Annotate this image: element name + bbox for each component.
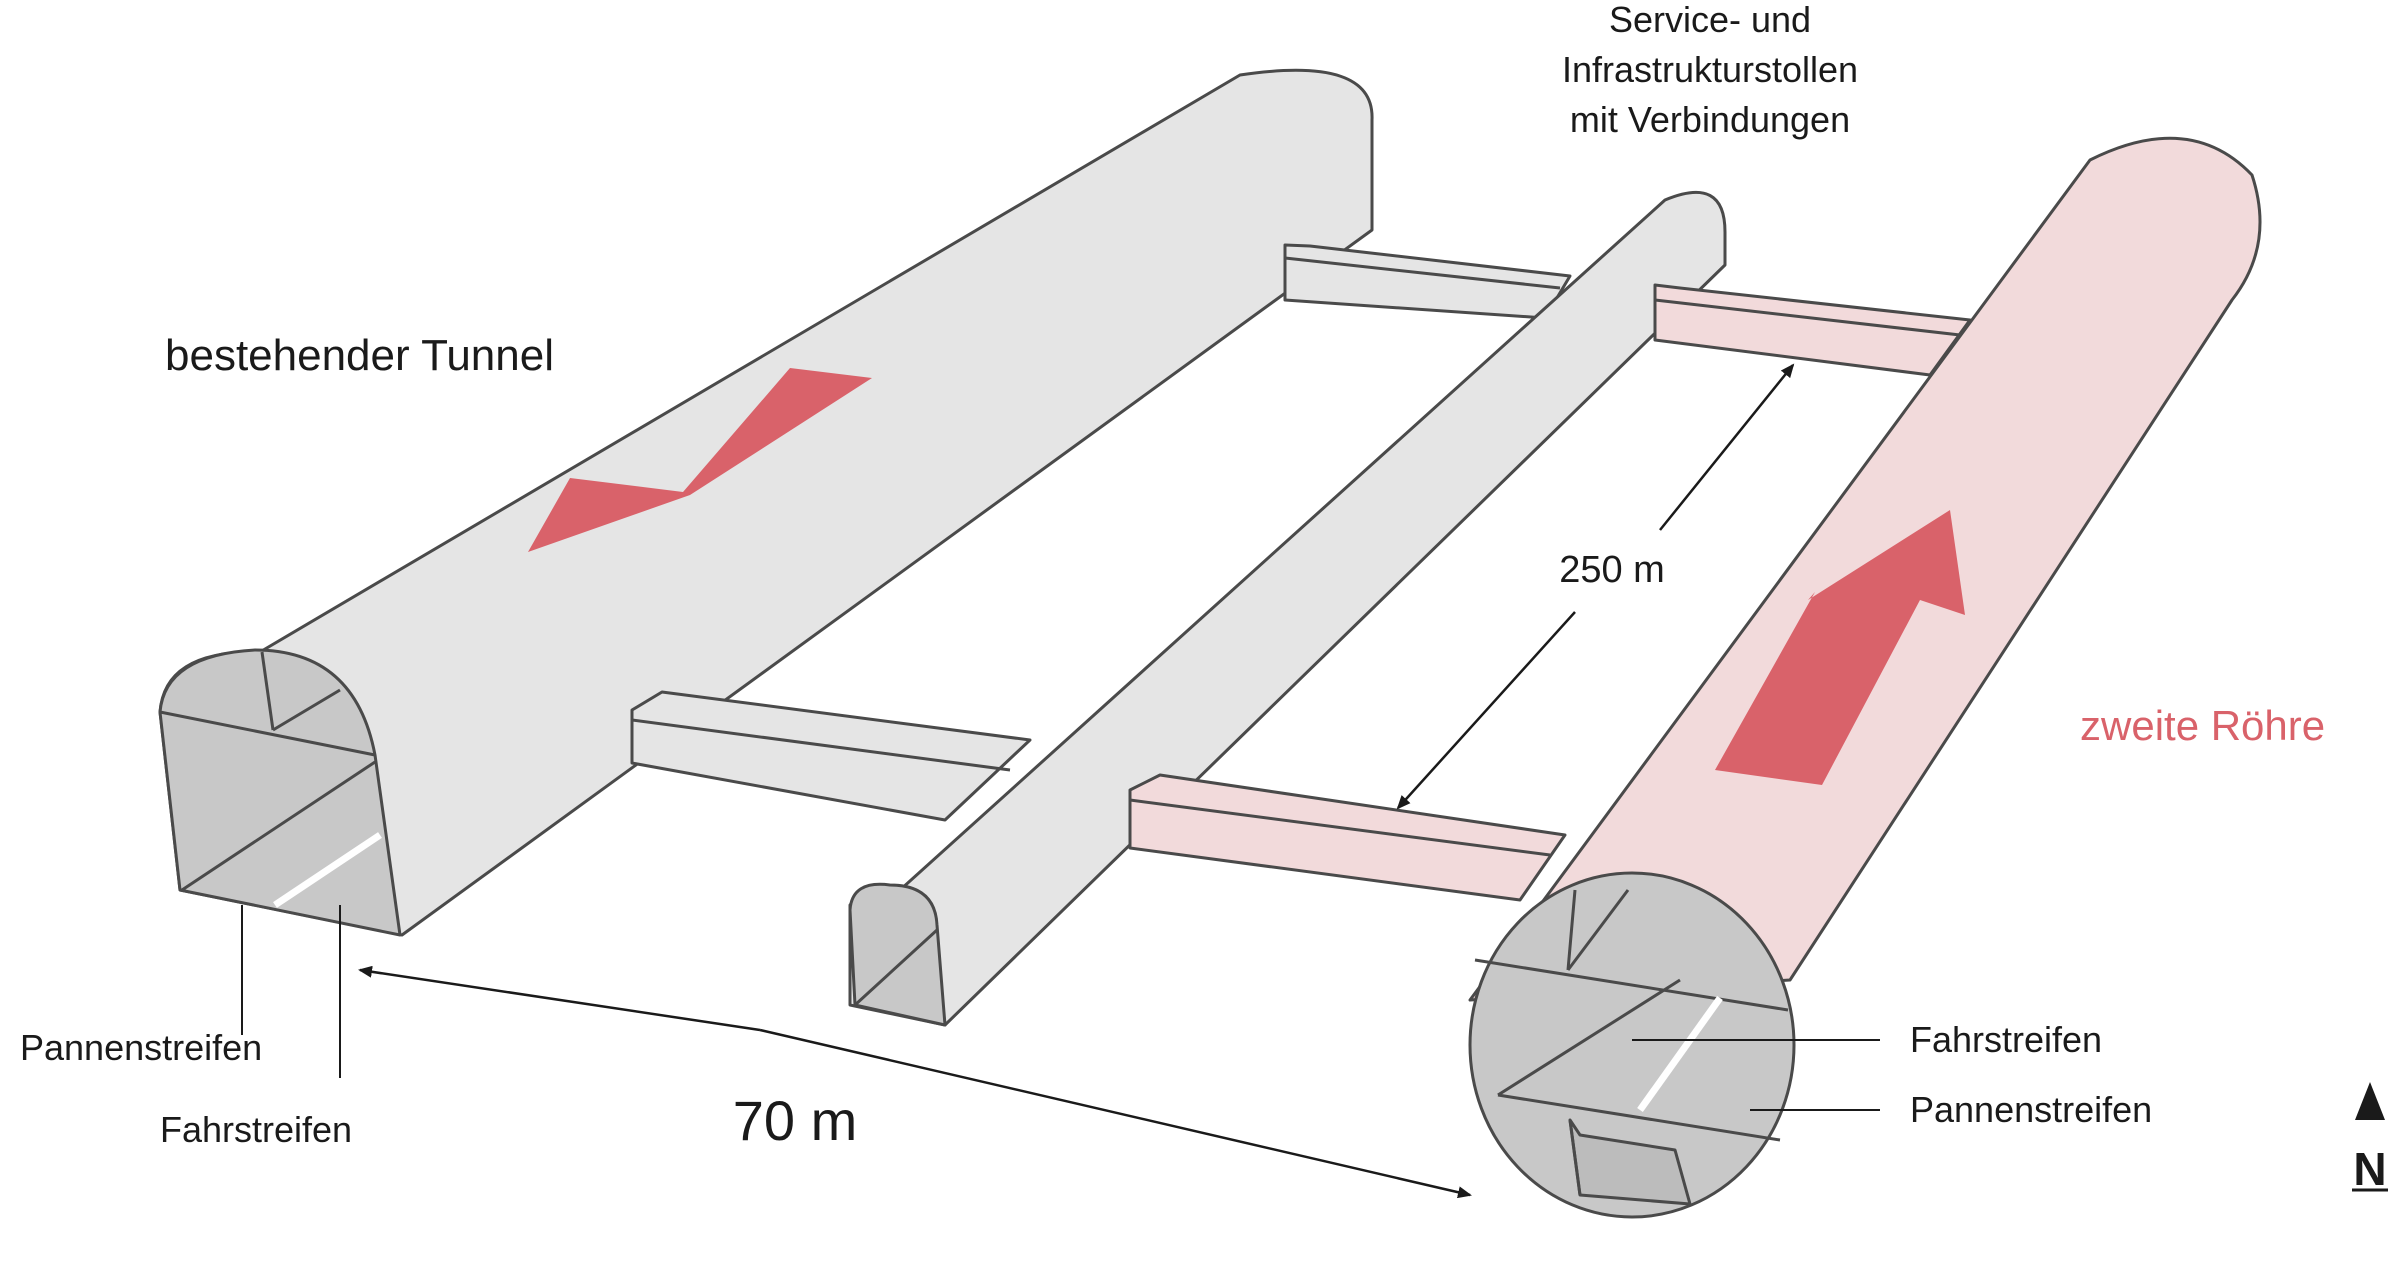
- grey-connections: [630, 243, 1572, 822]
- left-lane-label: Fahrstreifen: [160, 1109, 352, 1150]
- north-label: N: [2353, 1143, 2386, 1195]
- second-portal-duct: [1566, 889, 1630, 971]
- second-portal-channel-edge: [1568, 1119, 1582, 1196]
- front-pink-connection: [1128, 773, 1567, 902]
- existing-portal-ceiling: [159, 710, 376, 757]
- existing-portal-duct: [272, 688, 341, 732]
- second-portal-wall-left: [1566, 889, 1577, 971]
- existing-lane-marking: [273, 832, 382, 908]
- second-portal-ceiling: [1474, 958, 1789, 1012]
- front-grey-connection-edge: [631, 718, 1011, 772]
- dimension-70-left: [358, 965, 761, 1032]
- rear-pink-connection-edge: [1654, 298, 1961, 337]
- second-tube-label: zweite Röhre: [2080, 702, 2325, 749]
- service-portal-floor: [853, 928, 939, 1007]
- north-indicator: N: [2352, 1082, 2388, 1195]
- dimension-250: [1396, 363, 1795, 810]
- second-tube: [1468, 136, 2262, 1219]
- right-shoulder-label: Pannenstreifen: [1910, 1089, 2152, 1130]
- existing-portal-wall: [260, 651, 275, 731]
- rear-grey-connection-edge: [1284, 256, 1561, 290]
- distance-70-label: 70 m: [733, 1089, 858, 1152]
- existing-direction-arrow: [528, 368, 872, 552]
- service-label-line1: Service- und: [1609, 0, 1811, 40]
- existing-portal-road-edge: [181, 760, 376, 892]
- front-pink-connection-edge: [1129, 798, 1551, 857]
- second-portal-floor: [1497, 1093, 1781, 1142]
- dimension-70: [358, 965, 1472, 1199]
- service-label-line2: Infrastrukturstollen: [1562, 49, 1858, 90]
- left-shoulder-label: Pannenstreifen: [20, 1027, 262, 1068]
- front-grey-connection: [630, 690, 1032, 822]
- rear-grey-connection: [1283, 243, 1572, 320]
- second-direction-arrow: [1715, 510, 1965, 785]
- second-lane-marking: [1637, 995, 1723, 1113]
- dimension-70-right: [759, 1028, 1472, 1199]
- distance-250-label: 250 m: [1559, 549, 1665, 591]
- second-portal-road-edge: [1497, 978, 1681, 1097]
- second-tube-portal: [1468, 871, 1796, 1219]
- leader-lines: [241, 905, 1880, 1111]
- dimension-250-upper: [1659, 363, 1795, 531]
- north-arrow-icon: [2355, 1082, 2385, 1120]
- service-label-line3: mit Verbindungen: [1570, 99, 1850, 140]
- dimension-250-lower: [1396, 611, 1576, 810]
- service-gallery: [848, 190, 1727, 1027]
- pink-connections: [1128, 283, 1972, 902]
- existing-tunnel: [158, 68, 1374, 937]
- service-gallery-portal: [848, 882, 947, 1027]
- right-lane-label: Fahrstreifen: [1910, 1019, 2102, 1060]
- existing-tunnel-label: bestehender Tunnel: [165, 331, 554, 380]
